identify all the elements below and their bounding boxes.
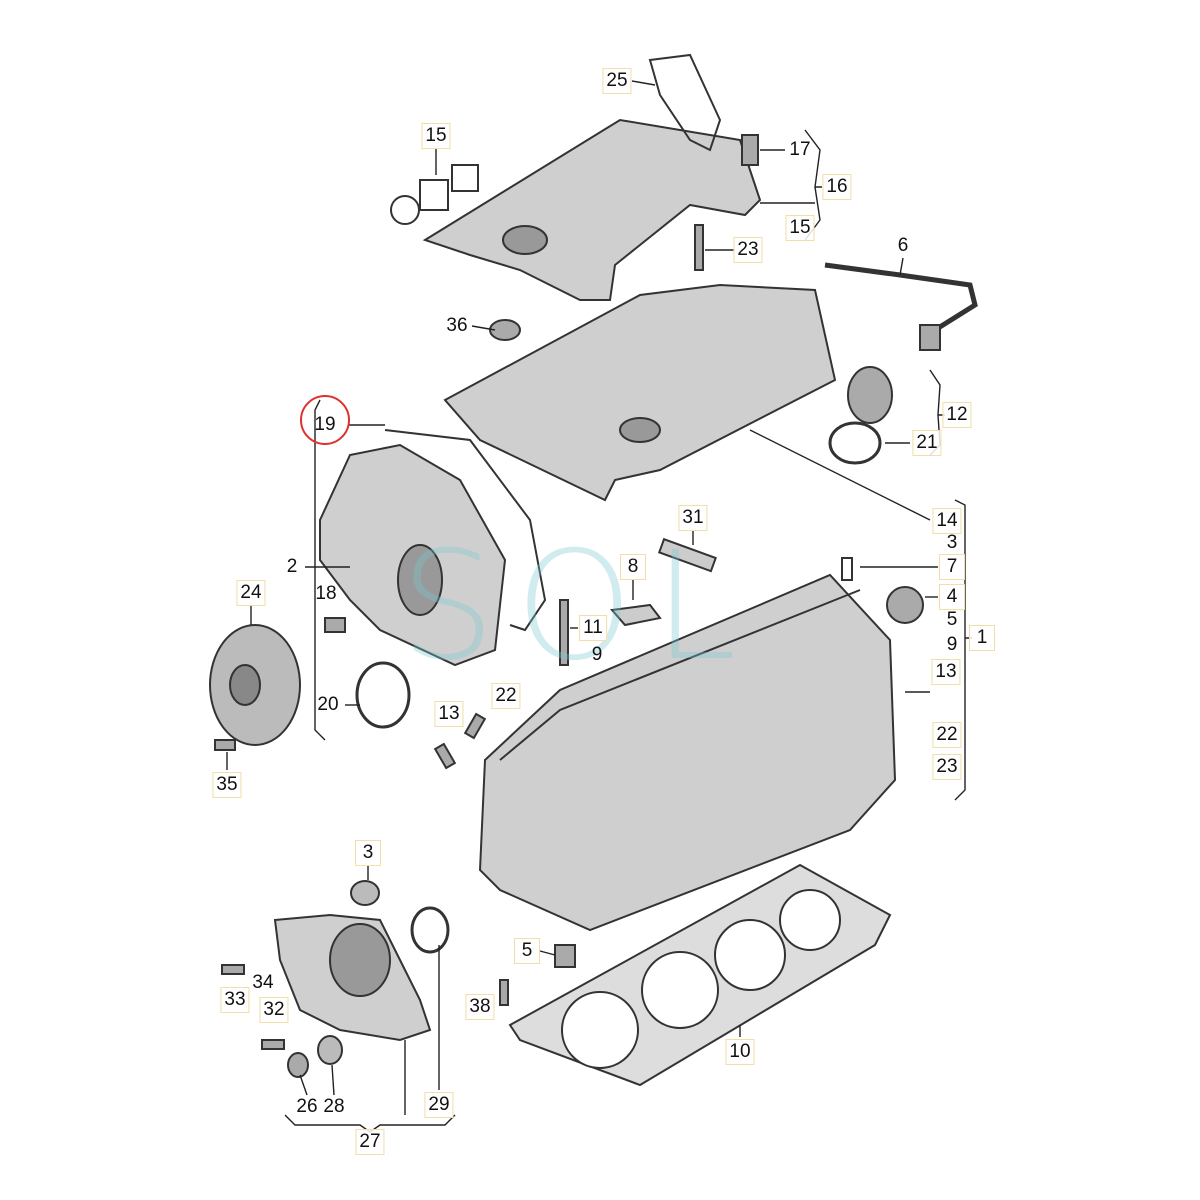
callout-34[interactable]: 34	[252, 972, 274, 993]
cylinder-head	[478, 573, 897, 932]
callout-3[interactable]: 3	[946, 532, 958, 553]
callout-24[interactable]: 24	[236, 580, 266, 606]
highlight-circle	[300, 395, 350, 445]
callout-7[interactable]: 7	[939, 554, 965, 580]
callout-15[interactable]: 15	[421, 123, 451, 149]
valve-cover	[443, 283, 837, 502]
callout-26[interactable]: 26	[296, 1096, 318, 1117]
callout-17[interactable]: 17	[789, 139, 811, 160]
callout-10[interactable]: 10	[725, 1039, 755, 1065]
callout-21[interactable]: 21	[912, 430, 942, 456]
callout-28[interactable]: 28	[323, 1096, 345, 1117]
callout-9b[interactable]: 9	[591, 644, 603, 665]
callout-3b[interactable]: 3	[355, 840, 381, 866]
callout-20[interactable]: 20	[317, 694, 339, 715]
callout-25[interactable]: 25	[602, 68, 632, 94]
callout-27[interactable]: 27	[355, 1129, 385, 1155]
callout-18[interactable]: 18	[315, 583, 337, 604]
callout-5b[interactable]: 5	[514, 938, 540, 964]
gasket-25	[648, 53, 722, 152]
engine-cover	[422, 118, 762, 301]
callout-8[interactable]: 8	[620, 554, 646, 580]
callout-16[interactable]: 16	[822, 174, 852, 200]
callout-11[interactable]: 11	[579, 615, 607, 641]
cover-oil-hole	[502, 225, 548, 255]
callout-12[interactable]: 12	[942, 402, 972, 428]
callout-2[interactable]: 2	[286, 556, 298, 577]
callout-1[interactable]: 1	[969, 625, 995, 651]
callout-19[interactable]: 19	[314, 414, 336, 435]
callout-5[interactable]: 5	[946, 609, 958, 630]
callout-29[interactable]: 29	[424, 1092, 454, 1118]
callout-33[interactable]: 33	[220, 987, 250, 1013]
callout-22[interactable]: 22	[491, 683, 521, 709]
callout-6[interactable]: 6	[897, 235, 909, 256]
callout-23b[interactable]: 23	[932, 754, 962, 780]
callout-9[interactable]: 9	[946, 634, 958, 655]
callout-35[interactable]: 35	[212, 772, 242, 798]
callout-13b[interactable]: 13	[434, 701, 464, 727]
callout-22b[interactable]: 22	[932, 722, 962, 748]
watermark: SOL	[400, 520, 757, 694]
callout-36[interactable]: 36	[446, 315, 468, 336]
callout-38[interactable]: 38	[465, 994, 495, 1020]
callout-13[interactable]: 13	[931, 659, 961, 685]
callout-23[interactable]: 23	[733, 237, 763, 263]
callout-31[interactable]: 31	[678, 505, 708, 531]
callout-14[interactable]: 14	[932, 508, 962, 534]
callout-15b[interactable]: 15	[785, 215, 815, 241]
callout-4[interactable]: 4	[939, 584, 965, 610]
callout-32[interactable]: 32	[259, 997, 289, 1023]
